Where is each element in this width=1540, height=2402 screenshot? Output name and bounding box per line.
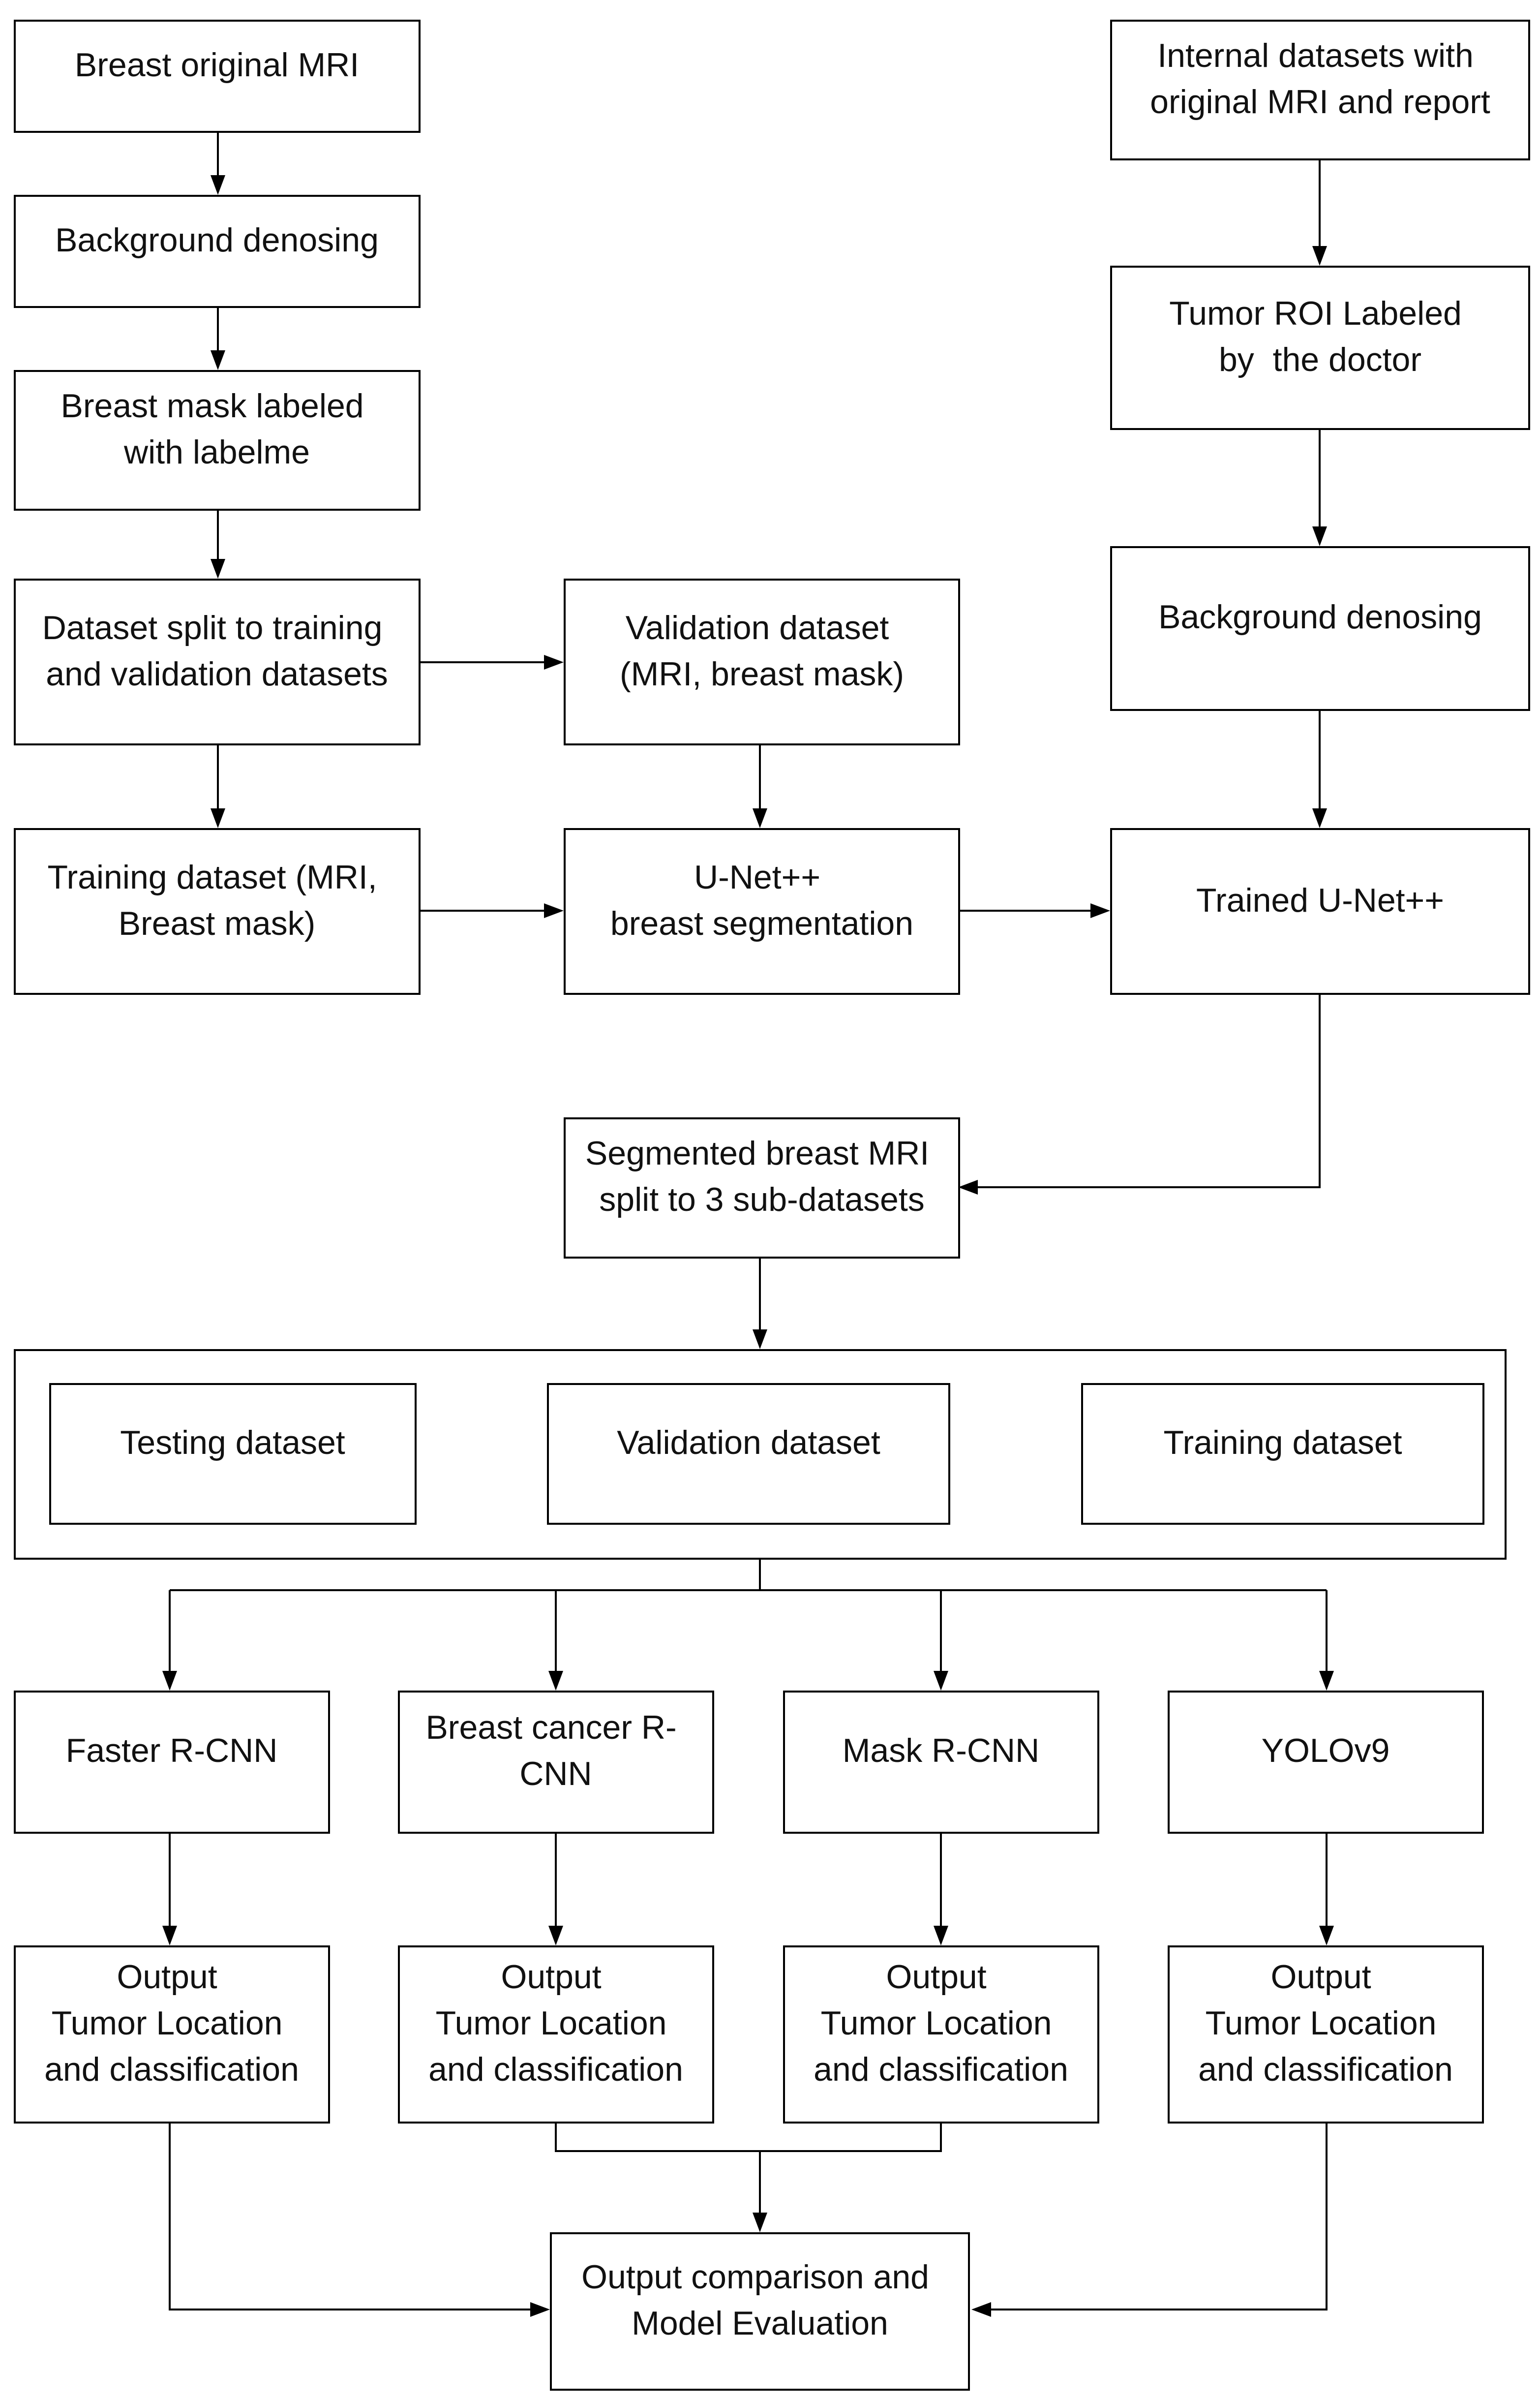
- arrowhead: [530, 2302, 550, 2317]
- label-comparison: Output comparison and Model Evaluation: [581, 2258, 938, 2342]
- box-dataset-split: [14, 579, 421, 745]
- arrowhead: [162, 1926, 177, 1945]
- box-original-mri: [14, 20, 421, 133]
- arrowhead: [1312, 246, 1327, 266]
- arrowhead: [958, 1180, 978, 1195]
- label-unet-segmentation: U-Net++ breast segmentation: [610, 859, 913, 942]
- label-tumor-roi-labeled: Tumor ROI Labeled by the doctor: [1169, 295, 1471, 378]
- box-training-subset: [1081, 1383, 1484, 1525]
- label-breast-mask-labeled: Breast mask labeled with labelme: [61, 387, 373, 471]
- label-trained-unet: Trained U-Net++: [1196, 882, 1444, 919]
- box-output-mask: [783, 1945, 1099, 2124]
- label-background-denoising-left: Background denosing: [55, 221, 379, 259]
- arrow-yolo-output-to-comparison: [988, 2123, 1328, 2310]
- box-training-dataset: [14, 828, 421, 995]
- label-segmented-split: Segmented breast MRI split to 3 sub-data…: [585, 1135, 938, 1218]
- arrowhead: [753, 1329, 767, 1349]
- arrow-trained-to-segmented: [974, 994, 1321, 1188]
- label-output-yolo: Output Tumor Location and classification: [1198, 1958, 1453, 2088]
- arrow-faster-output-to-comparison: [169, 2123, 533, 2310]
- box-output-yolo: [1168, 1945, 1484, 2124]
- arrowhead: [1312, 526, 1327, 546]
- connectors: [169, 132, 1328, 2310]
- label-output-breast-cancer: Output Tumor Location and classification: [428, 1958, 683, 2088]
- label-training-subset: Training dataset: [1163, 1424, 1402, 1461]
- arrowhead: [544, 655, 564, 670]
- arrowhead: [211, 350, 225, 370]
- box-validation-dataset: [564, 579, 960, 745]
- box-internal-datasets: [1110, 20, 1530, 160]
- box-validation-subset: [547, 1383, 950, 1525]
- box-unet-segmentation: [564, 828, 960, 995]
- box-breast-cancer-rcnn: [398, 1691, 714, 1834]
- label-validation-dataset: Validation dataset (MRI, breast mask): [620, 609, 904, 693]
- box-background-denoising-left: [14, 195, 421, 308]
- arrowheads: [162, 175, 1334, 2317]
- label-output-faster: Output Tumor Location and classification: [44, 1958, 299, 2088]
- box-segmented-split: [564, 1117, 960, 1259]
- box-faster-rcnn: [14, 1691, 330, 1834]
- labels: Breast original MRI Background denosing …: [42, 37, 1490, 2342]
- box-breast-mask-labeled: [14, 370, 421, 511]
- arrowhead: [211, 808, 225, 828]
- arrowhead: [162, 1671, 177, 1691]
- label-internal-datasets: Internal datasets with original MRI and …: [1150, 37, 1490, 121]
- boxes: [14, 20, 1530, 2391]
- box-background-denoising-right: [1110, 546, 1530, 711]
- label-testing-dataset: Testing dataset: [120, 1424, 345, 1461]
- box-comparison: [550, 2232, 970, 2391]
- label-training-dataset: Training dataset (MRI, Breast mask): [47, 859, 386, 942]
- arrowhead: [1090, 903, 1110, 918]
- label-dataset-split: Dataset split to training and validation…: [42, 609, 392, 693]
- connector-middle-outputs-merge: [555, 2123, 942, 2152]
- arrowhead: [971, 2302, 991, 2317]
- arrowhead: [753, 2213, 767, 2232]
- box-output-breast-cancer: [398, 1945, 714, 2124]
- arrowhead: [211, 559, 225, 579]
- arrowhead: [1312, 808, 1327, 828]
- arrowhead: [544, 903, 564, 918]
- arrowhead: [934, 1671, 948, 1691]
- box-yolov9: [1168, 1691, 1484, 1834]
- label-yolov9: YOLOv9: [1262, 1732, 1390, 1769]
- box-testing-dataset: [49, 1383, 417, 1525]
- box-output-faster: [14, 1945, 330, 2124]
- label-original-mri: Breast original MRI: [75, 46, 359, 84]
- box-tumor-roi-labeled: [1110, 266, 1530, 430]
- arrowhead: [1319, 1671, 1334, 1691]
- label-mask-rcnn: Mask R-CNN: [843, 1732, 1039, 1769]
- label-background-denoising-right: Background denosing: [1158, 598, 1482, 636]
- label-faster-rcnn: Faster R-CNN: [66, 1732, 278, 1769]
- label-breast-cancer-rcnn: Breast cancer R- CNN: [425, 1709, 686, 1792]
- arrowhead: [211, 175, 225, 195]
- box-mask-rcnn: [783, 1691, 1099, 1834]
- arrowhead: [934, 1926, 948, 1945]
- arrowhead: [548, 1926, 563, 1945]
- label-validation-subset: Validation dataset: [617, 1424, 880, 1461]
- arrowhead: [753, 808, 767, 828]
- arrowhead: [548, 1671, 563, 1691]
- arrowhead: [1319, 1926, 1334, 1945]
- box-trained-unet: [1110, 828, 1530, 995]
- label-output-mask: Output Tumor Location and classification: [814, 1958, 1068, 2088]
